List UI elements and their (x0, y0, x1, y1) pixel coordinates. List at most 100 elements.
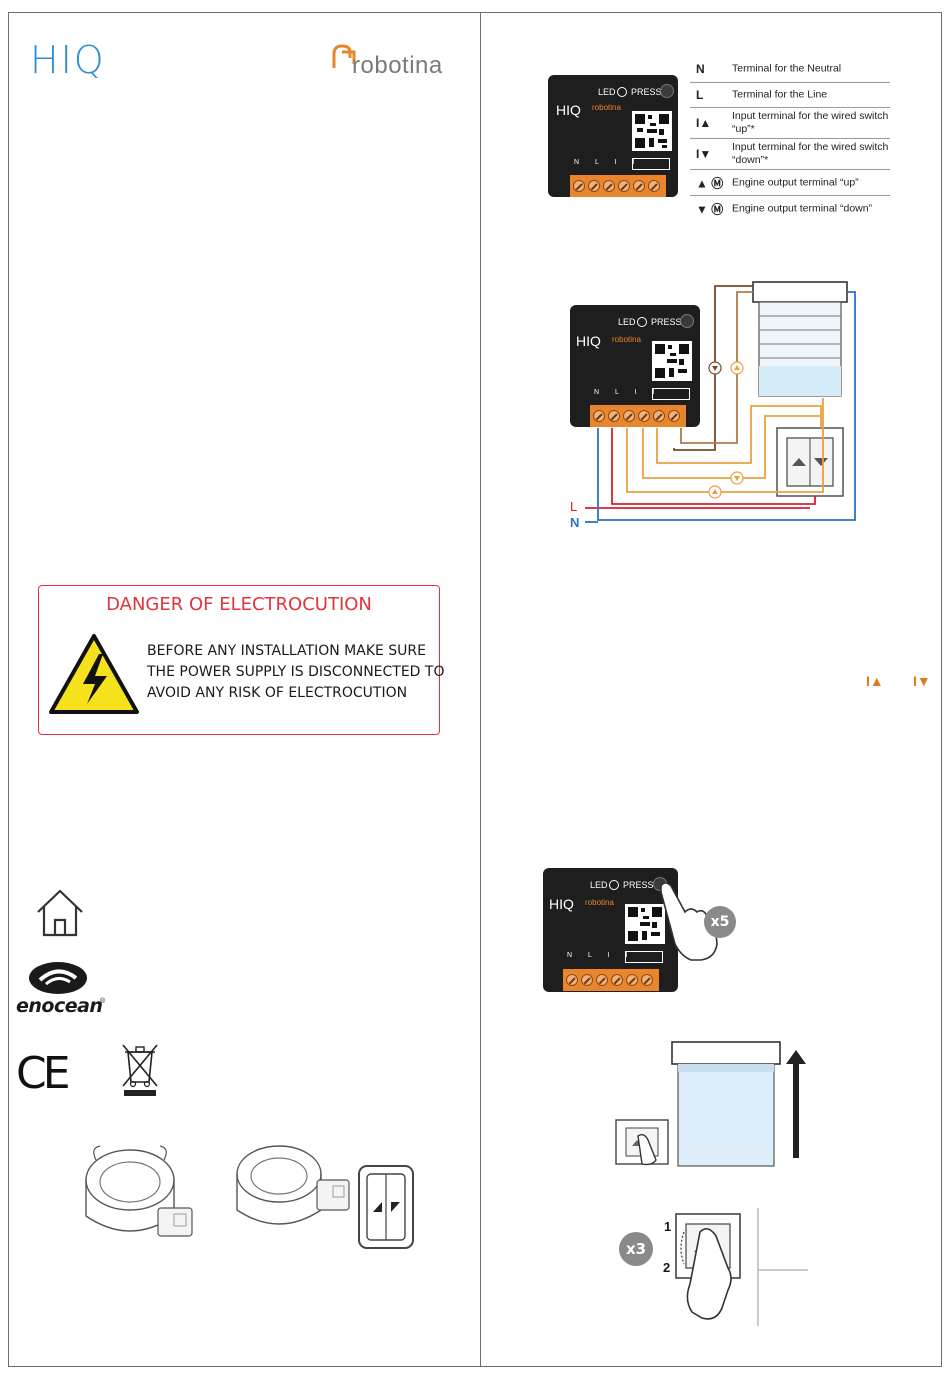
wall-box-module-illustration (85, 1145, 193, 1237)
terminal-row: I▲ Input terminal for the wired switch “… (690, 108, 890, 139)
terminal-symbol: N (696, 62, 705, 76)
registered-mark: ® (100, 998, 106, 1005)
switch-press-illustration (675, 1208, 808, 1326)
weee-bin-icon (122, 1044, 158, 1096)
hiq-logo: HIQ (30, 38, 106, 82)
terminal-symbol: L (696, 88, 704, 102)
press-count-badge: x5 (704, 906, 736, 938)
terminal-screw (638, 410, 650, 422)
led-indicator-icon (637, 317, 647, 327)
enocean-logo-icon (29, 962, 87, 994)
terminal-screw (608, 410, 620, 422)
terminal-row: N Terminal for the Neutral (690, 56, 890, 83)
page-frame (8, 12, 942, 1367)
blind-up-illustration (615, 1041, 806, 1167)
high-voltage-warning-icon (49, 634, 139, 714)
terminal-row: L Terminal for the Line (690, 83, 890, 108)
enocean-logo-text: enocean (16, 995, 103, 1017)
device-sub-brand: robotina (592, 103, 621, 112)
terminal-screw (566, 974, 578, 986)
switch-count-badge: x3 (619, 1232, 653, 1266)
terminal-block (563, 969, 659, 991)
led-label: LED (598, 87, 616, 97)
motor-terminal-box (632, 158, 670, 170)
terminal-labels: N L I I (574, 159, 642, 166)
hiq-module-diagram: LED PRESS HIQ robotina N L I I (548, 75, 678, 197)
terminal-block (570, 175, 666, 197)
terminal-screw (648, 180, 660, 192)
neutral-wire-label: N (570, 515, 580, 530)
home-icon (37, 889, 83, 937)
danger-text: BEFORE ANY INSTALLATION MAKE SURE THE PO… (147, 641, 445, 704)
terminal-description: Input terminal for the wired switch “dow… (732, 141, 889, 166)
terminal-row: ▲ Ⓜ Engine output terminal “up” (690, 170, 890, 196)
hiq-module-diagram: LED PRESS HIQ robotina N L I I (543, 868, 678, 992)
terminal-row: I▼ Input terminal for the wired switch “… (690, 139, 890, 170)
column-divider (480, 12, 481, 1367)
hiq-module-diagram: LED PRESS HIQ robotina N L I I (570, 305, 700, 427)
terminal-screw (611, 974, 623, 986)
wiring-diagram (585, 281, 856, 523)
robotina-logo-icon (332, 44, 356, 68)
terminal-symbol: I▼ (696, 147, 712, 161)
terminal-description: Engine output terminal “up” (732, 176, 859, 188)
terminal-screw (653, 410, 665, 422)
device-brand: HIQ (576, 333, 601, 349)
terminal-symbol: ▲ Ⓜ (696, 176, 724, 190)
motor-terminal-box (625, 951, 663, 963)
device-brand: HIQ (549, 896, 574, 912)
terminal-screw (623, 410, 635, 422)
qr-code-icon (652, 341, 692, 381)
press-label: PRESS (623, 880, 654, 890)
device-brand: HIQ (556, 102, 581, 118)
led-indicator-icon (617, 87, 627, 97)
danger-line: BEFORE ANY INSTALLATION MAKE SURE (147, 643, 427, 659)
danger-title: DANGER OF ELECTROCUTION (106, 594, 372, 615)
terminal-screw (626, 974, 638, 986)
press-label: PRESS (631, 87, 662, 97)
danger-line: AVOID ANY RISK OF ELECTROCUTION (147, 685, 408, 701)
device-sub-brand: robotina (612, 335, 641, 344)
qr-code-icon (625, 904, 665, 944)
danger-line: THE POWER SUPPLY IS DISCONNECTED TO (147, 664, 445, 680)
terminal-screw (633, 180, 645, 192)
terminal-symbol: I▲ (696, 116, 712, 130)
qr-code-icon (632, 111, 672, 151)
terminal-screw (618, 180, 630, 192)
press-button[interactable] (680, 314, 694, 328)
wall-box-switch-illustration (236, 1145, 414, 1249)
terminal-description: Terminal for the Neutral (732, 62, 842, 75)
terminal-screw (668, 410, 680, 422)
terminal-screw (641, 974, 653, 986)
led-indicator-icon (609, 880, 619, 890)
line-wire-label: L (570, 499, 578, 514)
step-one-number: 1 (664, 1219, 672, 1234)
input-up-symbol: I▲ (866, 673, 884, 689)
terminal-row: ▼ Ⓜ Engine output terminal “down” (690, 196, 890, 221)
press-label: PRESS (651, 317, 682, 327)
danger-box: DANGER OF ELECTROCUTION BEFORE ANY INSTA… (38, 585, 445, 735)
terminal-table: N Terminal for the Neutral L Terminal fo… (690, 56, 890, 221)
terminal-screw (596, 974, 608, 986)
terminal-block (590, 405, 686, 427)
robotina-logo-text: robotina (352, 52, 443, 79)
input-down-symbol: I▼ (913, 673, 931, 689)
terminal-labels: N L I I (594, 389, 662, 396)
terminal-screw (588, 180, 600, 192)
ce-mark: CE (16, 1048, 70, 1099)
step-two-number: 2 (663, 1260, 671, 1275)
motor-terminal-box (652, 388, 690, 400)
led-label: LED (618, 317, 636, 327)
terminal-description: Engine output terminal “down” (732, 202, 873, 214)
terminal-symbol: ▼ Ⓜ (696, 202, 724, 216)
terminal-labels: N L I I (567, 952, 635, 959)
device-sub-brand: robotina (585, 898, 614, 907)
terminal-screw (593, 410, 605, 422)
terminal-description: Terminal for the Line (732, 88, 828, 101)
press-button[interactable] (660, 84, 674, 98)
terminal-screw (581, 974, 593, 986)
hiq-logo-text: HIQ (30, 38, 106, 82)
terminal-screw (573, 180, 585, 192)
led-label: LED (590, 880, 608, 890)
terminal-description: Input terminal for the wired switch “up”… (732, 110, 889, 135)
